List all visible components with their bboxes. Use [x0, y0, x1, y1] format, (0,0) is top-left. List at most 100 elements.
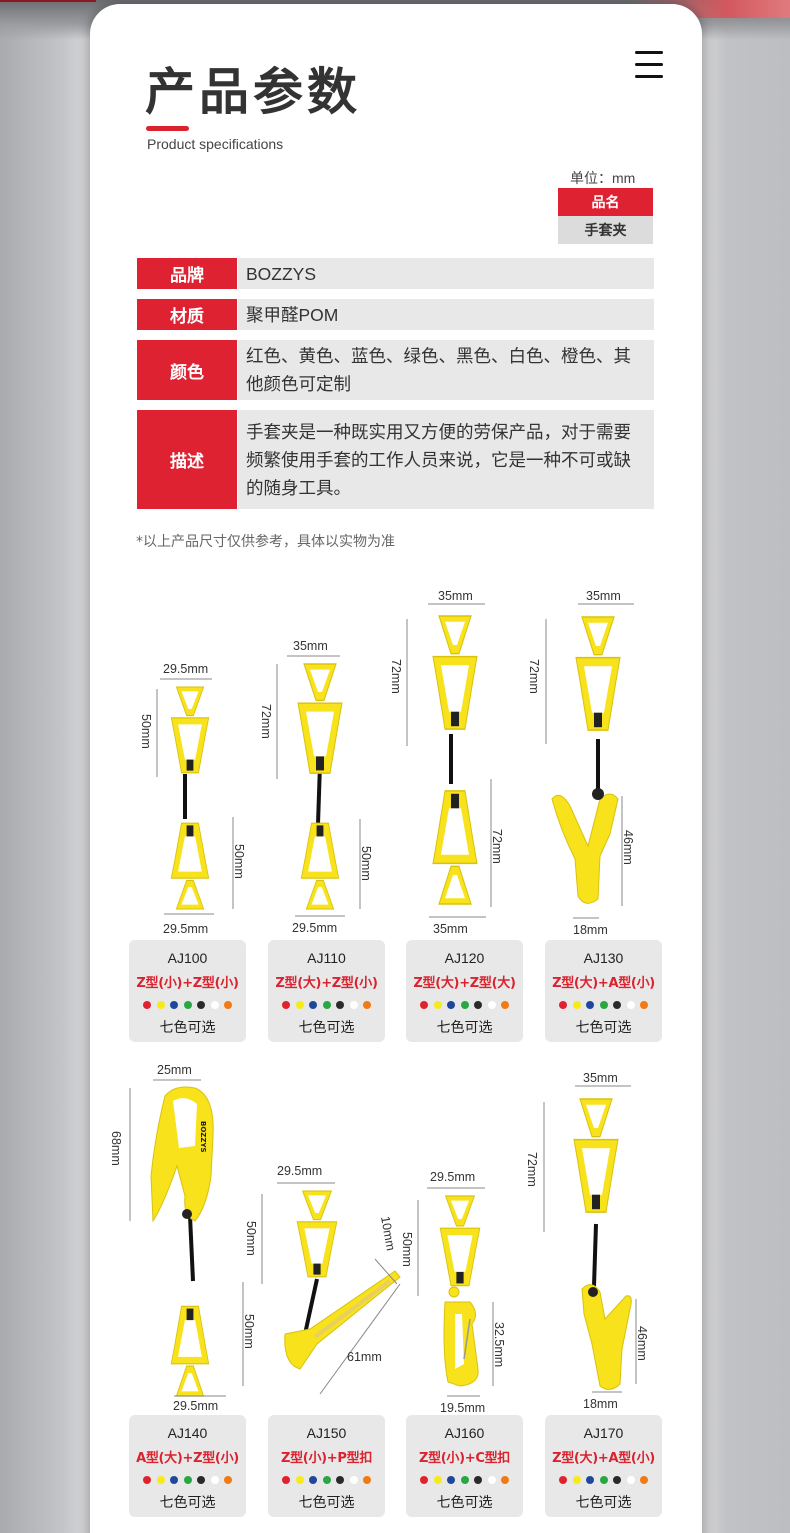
swatch-yellow [156, 1001, 165, 1009]
product-type: Z型(大)+Z型(小) [275, 976, 378, 991]
product-image-aj120: 35mm 72mm 72mm 35mm [389, 584, 515, 939]
svg-text:35mm: 35mm [293, 639, 328, 653]
swatch-black [197, 1001, 205, 1009]
product-image-aj100: 29.5mm 50mm 50mm 29.5mm [130, 659, 250, 939]
swatch-red [282, 1001, 290, 1009]
swatch-white [487, 1476, 496, 1484]
svg-text:72mm: 72mm [490, 829, 504, 864]
color-swatches [268, 1476, 385, 1484]
product-card-aj160[interactable]: AJ160 Z型(小)+C型扣 七色可选 [406, 1415, 523, 1517]
swatch-green [599, 1476, 608, 1484]
page-title: 产品参数 [145, 63, 361, 121]
product-model: AJ130 [583, 950, 624, 966]
swatch-red [559, 1001, 567, 1009]
hamburger-line [635, 75, 663, 78]
swatch-blue [447, 1001, 455, 1009]
colors-available-label: 七色可选 [298, 1495, 355, 1511]
spec-key: 品牌 [137, 258, 237, 289]
svg-text:18mm: 18mm [583, 1397, 618, 1411]
swatch-orange [363, 1476, 371, 1484]
swatch-green [322, 1476, 331, 1484]
swatch-blue [447, 1476, 455, 1484]
svg-text:50mm: 50mm [359, 846, 373, 881]
colors-available-label: 七色可选 [575, 1495, 632, 1511]
colors-available-label: 七色可选 [436, 1020, 493, 1036]
product-type: Z型(大)+Z型(大) [413, 976, 516, 991]
product-name-header: 品名 [558, 188, 653, 216]
product-type: Z型(小)+C型扣 [418, 1451, 511, 1466]
swatch-green [183, 1001, 192, 1009]
product-model: AJ150 [306, 1425, 347, 1441]
spec-value: 聚甲醛POM [238, 299, 654, 330]
svg-text:50mm: 50mm [232, 844, 246, 879]
swatch-yellow [572, 1476, 581, 1484]
svg-text:29.5mm: 29.5mm [292, 921, 337, 935]
swatch-blue [586, 1476, 594, 1484]
color-swatches [268, 1001, 385, 1009]
menu-button[interactable] [634, 51, 664, 79]
svg-text:50mm: 50mm [139, 714, 153, 749]
swatch-black [336, 1001, 344, 1009]
swatch-blue [309, 1001, 317, 1009]
swatch-yellow [433, 1001, 442, 1009]
svg-text:35mm: 35mm [586, 589, 621, 603]
product-type: Z型(大)+A型(小) [552, 1451, 655, 1466]
svg-text:50mm: 50mm [400, 1232, 414, 1267]
swatch-green [183, 1476, 192, 1484]
product-card-aj100[interactable]: AJ100 Z型(小)+Z型(小) 七色可选 [129, 940, 246, 1042]
spec-row-description: 描述 手套夹是一种既实用又方便的劳保产品，对于需要频繁使用手套的工作人员来说，它… [137, 410, 654, 509]
spec-value: 手套夹是一种既实用又方便的劳保产品，对于需要频繁使用手套的工作人员来说，它是一种… [238, 410, 654, 509]
svg-text:72mm: 72mm [259, 704, 273, 739]
swatch-orange [363, 1001, 371, 1009]
svg-text:72mm: 72mm [525, 1152, 539, 1187]
swatch-orange [224, 1476, 232, 1484]
svg-text:29.5mm: 29.5mm [163, 662, 208, 676]
spec-key: 颜色 [137, 340, 237, 400]
svg-text:68mm: 68mm [109, 1131, 123, 1166]
swatch-white [349, 1001, 358, 1009]
product-image-aj130: 35mm 72mm 46mm 18mm [527, 584, 650, 939]
swatch-green [322, 1001, 331, 1009]
colors-available-label: 七色可选 [575, 1020, 632, 1036]
color-swatches [406, 1476, 523, 1484]
swatch-red [282, 1476, 290, 1484]
product-card-aj120[interactable]: AJ120 Z型(大)+Z型(大) 七色可选 [406, 940, 523, 1042]
svg-text:29.5mm: 29.5mm [277, 1164, 322, 1178]
svg-text:35mm: 35mm [583, 1071, 618, 1085]
product-type: Z型(小)+Z型(小) [136, 976, 239, 991]
swatch-black [197, 1476, 205, 1484]
product-card-aj140[interactable]: AJ140 A型(大)+Z型(小) 七色可选 [129, 1415, 246, 1517]
swatch-black [613, 1476, 621, 1484]
swatch-orange [501, 1001, 509, 1009]
swatch-white [626, 1476, 635, 1484]
product-card-aj150[interactable]: AJ150 Z型(小)+P型扣 七色可选 [268, 1415, 385, 1517]
svg-text:32.5mm: 32.5mm [492, 1322, 506, 1367]
spec-card: 产品参数 Product specifications 单位：mm 品名 手套夹… [90, 4, 702, 1533]
product-card-aj130[interactable]: AJ130 Z型(大)+A型(小) 七色可选 [545, 940, 662, 1042]
swatch-orange [640, 1001, 648, 1009]
swatch-black [613, 1001, 621, 1009]
product-model: AJ110 [307, 950, 346, 966]
swatch-red [420, 1476, 428, 1484]
spec-value: BOZZYS [238, 258, 654, 289]
hamburger-line [635, 63, 663, 66]
swatch-white [487, 1001, 496, 1009]
svg-text:46mm: 46mm [621, 830, 635, 865]
svg-text:29.5mm: 29.5mm [173, 1399, 218, 1413]
svg-text:46mm: 46mm [635, 1326, 649, 1361]
product-card-aj170[interactable]: AJ170 Z型(大)+A型(小) 七色可选 [545, 1415, 662, 1517]
svg-text:19.5mm: 19.5mm [440, 1401, 485, 1415]
swatch-white [349, 1476, 358, 1484]
swatch-green [460, 1001, 469, 1009]
product-image-aj110: 35mm 72mm 50mm 29.5mm [259, 634, 380, 939]
swatch-yellow [156, 1476, 165, 1484]
svg-text:72mm: 72mm [527, 659, 541, 694]
title-underline [146, 126, 189, 131]
swatch-yellow [295, 1476, 304, 1484]
color-swatches [129, 1476, 246, 1484]
product-model: AJ160 [444, 1425, 485, 1441]
svg-text:61mm: 61mm [347, 1350, 382, 1364]
color-swatches [545, 1476, 662, 1484]
product-card-aj110[interactable]: AJ110 Z型(大)+Z型(小) 七色可选 [268, 940, 385, 1042]
spec-key: 描述 [137, 410, 237, 509]
